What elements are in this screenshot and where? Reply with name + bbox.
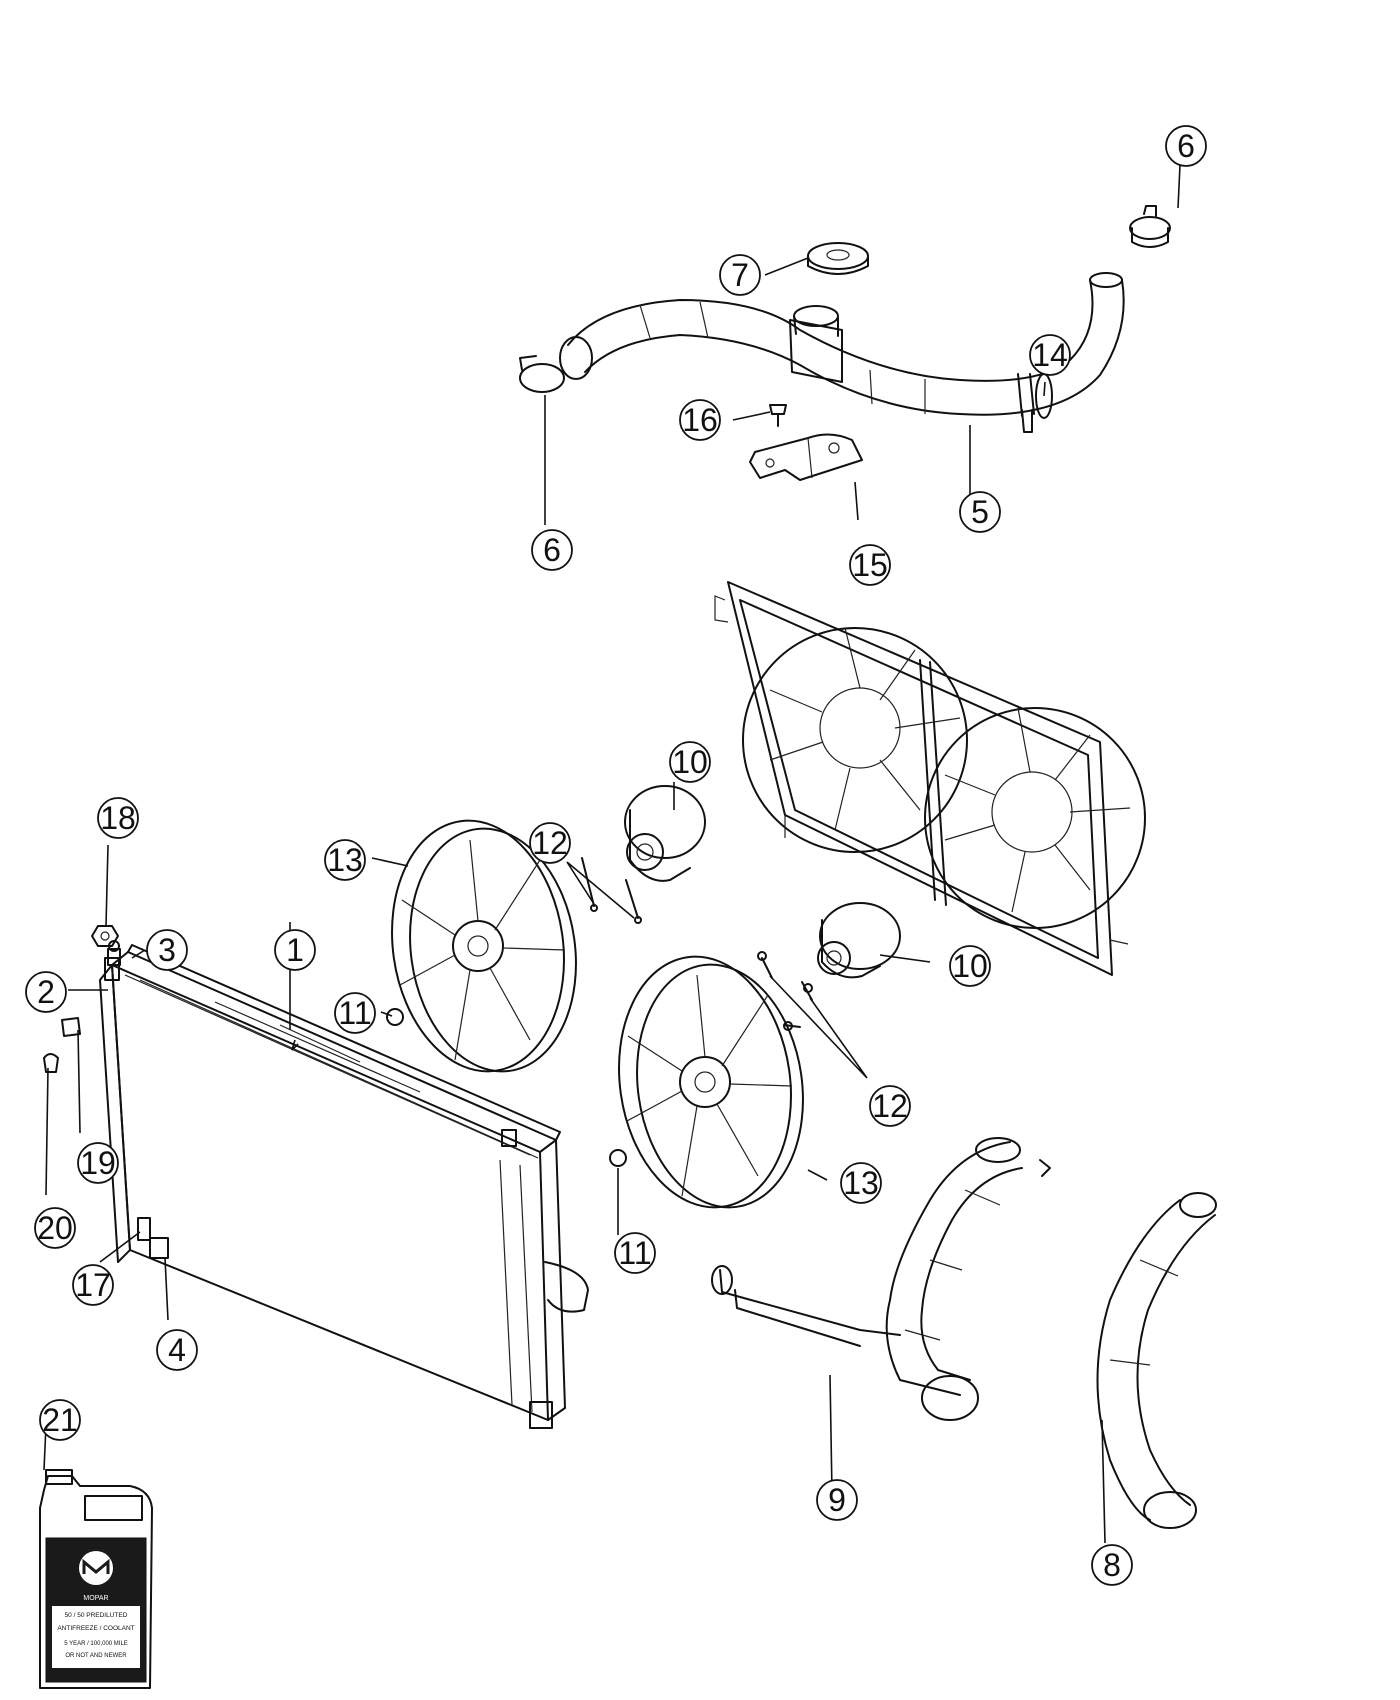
leader-lines [43, 164, 1181, 1544]
svg-text:6: 6 [543, 532, 561, 568]
callout-11-upper: 11 [334, 992, 376, 1034]
callout-18: 18 [97, 797, 139, 839]
screw-3 [757, 951, 773, 979]
coolant-hose [1096, 1192, 1217, 1529]
callout-7: 7 [719, 254, 761, 296]
jug-line-4: OR NOT AND NEWER [65, 1653, 127, 1659]
callout-17: 17 [72, 1264, 114, 1306]
svg-text:13: 13 [843, 1165, 879, 1201]
radiator-bracket [137, 1217, 151, 1241]
fan-shroud [714, 581, 1146, 976]
callout-19: 19 [77, 1142, 119, 1184]
fan-motor-upper [624, 785, 706, 882]
callout-3: 3 [146, 929, 188, 971]
coolant-jug: MOPAR 50 / 50 PREDILUTED ANTIFREEZE / CO… [39, 1469, 153, 1689]
svg-text:13: 13 [327, 842, 363, 878]
svg-text:14: 14 [1032, 337, 1068, 373]
jug-line-2: ANTIFREEZE / COOLANT [57, 1625, 134, 1632]
bolt-small [769, 404, 787, 427]
callout-21: 21 [39, 1399, 81, 1441]
callout-13-upper: 13 [324, 839, 366, 881]
jug-brand: MOPAR [83, 1595, 108, 1602]
callout-6-left: 6 [531, 529, 573, 571]
fan-nut-lower [609, 1149, 627, 1167]
svg-text:1: 1 [286, 932, 304, 968]
svg-text:12: 12 [872, 1088, 908, 1124]
svg-text:3: 3 [158, 932, 176, 968]
radiator-cap [807, 242, 869, 275]
svg-text:19: 19 [80, 1145, 116, 1181]
screw-1 [581, 857, 598, 912]
callout-13-lower: 13 [840, 1162, 882, 1204]
svg-text:18: 18 [100, 800, 136, 836]
hose-clamp-right [1129, 205, 1171, 248]
svg-text:6: 6 [1177, 128, 1195, 164]
svg-text:2: 2 [37, 974, 55, 1010]
retainer-clip [61, 1017, 81, 1037]
svg-text:17: 17 [75, 1267, 111, 1303]
fan-nut-upper [386, 1008, 404, 1026]
callout-4: 4 [156, 1329, 198, 1371]
svg-text:20: 20 [37, 1210, 73, 1246]
lower-radiator-hose [711, 1137, 1051, 1421]
svg-text:10: 10 [952, 948, 988, 984]
svg-text:8: 8 [1103, 1547, 1121, 1583]
svg-text:16: 16 [682, 402, 718, 438]
svg-text:21: 21 [42, 1402, 78, 1438]
callout-12-upper: 12 [529, 822, 571, 864]
callout-12-lower: 12 [869, 1085, 911, 1127]
svg-text:10: 10 [672, 744, 708, 780]
callout-20: 20 [34, 1207, 76, 1249]
svg-text:11: 11 [618, 1235, 651, 1271]
fan-motor-lower [817, 902, 901, 979]
callout-9: 9 [816, 1479, 858, 1521]
callout-16: 16 [679, 399, 721, 441]
callout-14: 14 [1029, 334, 1071, 376]
callout-15: 15 [849, 544, 891, 586]
svg-text:9: 9 [828, 1482, 846, 1518]
hose-bracket [749, 433, 863, 481]
callout-10-lower: 10 [949, 945, 991, 987]
screw-2 [625, 879, 642, 924]
callout-1: 1 [274, 929, 316, 971]
screw-4 [801, 981, 813, 1001]
svg-text:11: 11 [338, 995, 371, 1031]
callout-10-upper: 10 [669, 741, 711, 783]
svg-text:7: 7 [731, 257, 749, 293]
jug-line-3: 5 YEAR / 100,000 MILE [64, 1641, 128, 1647]
svg-text:15: 15 [852, 547, 888, 583]
jug-line-1: 50 / 50 PREDILUTED [65, 1612, 128, 1619]
fan-blade-lower [618, 955, 804, 1209]
nut [91, 925, 119, 947]
hose-clamp-left [519, 355, 565, 393]
callout-8: 8 [1091, 1544, 1133, 1586]
callout-5: 5 [959, 491, 1001, 533]
callout-11-lower: 11 [614, 1232, 656, 1274]
callout-2: 2 [25, 971, 67, 1013]
callout-6-right: 6 [1165, 125, 1207, 167]
screw-5 [783, 1021, 801, 1031]
svg-text:12: 12 [532, 825, 568, 861]
push-pin [43, 1053, 59, 1073]
svg-text:4: 4 [168, 1332, 186, 1368]
fan-blade-upper [391, 819, 577, 1073]
svg-text:5: 5 [971, 494, 989, 530]
